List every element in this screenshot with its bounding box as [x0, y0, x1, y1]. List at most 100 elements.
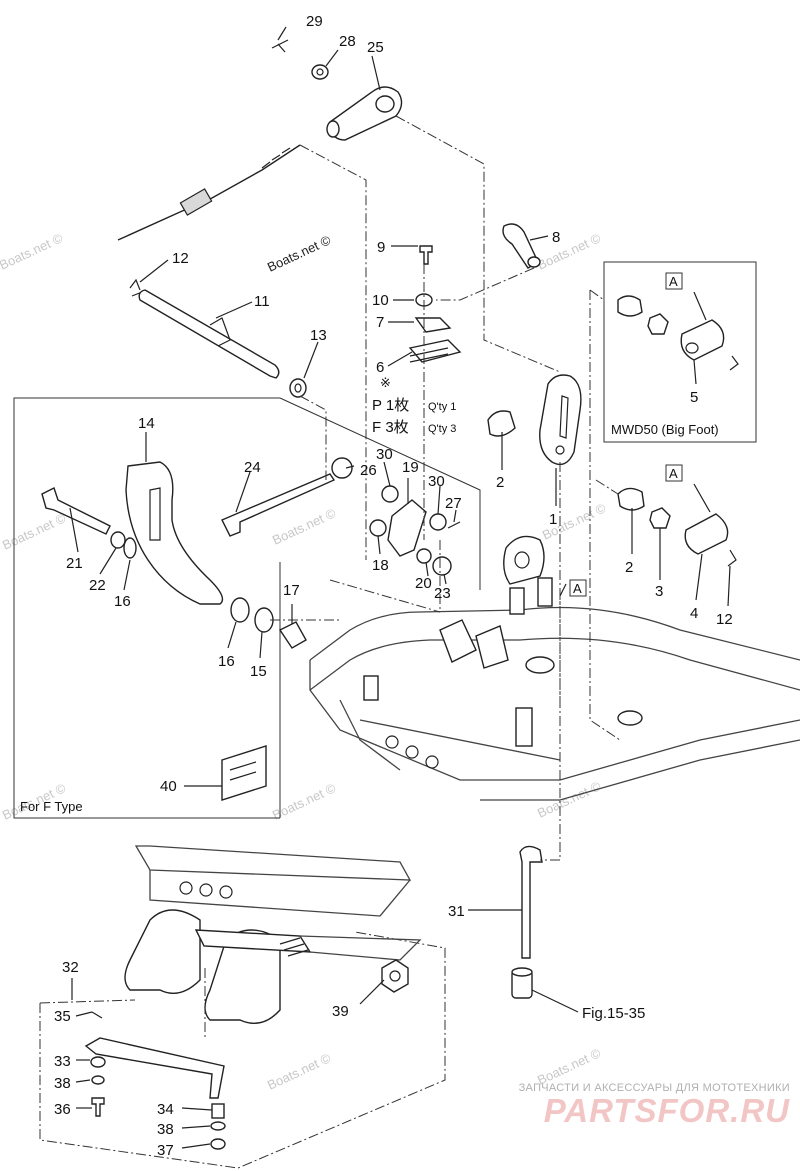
mwd-star-washer [647, 313, 669, 335]
part-number: 32 [62, 959, 79, 976]
bushing-part-34 [211, 1103, 225, 1119]
boss [363, 675, 379, 701]
leader [69, 507, 79, 553]
bracket-hole [425, 755, 439, 769]
ref-box [665, 464, 683, 482]
bracket-lower [480, 739, 800, 801]
lever-slot [559, 395, 569, 439]
leader [181, 1107, 213, 1111]
brand-logo: PARTSFOR.RU [543, 1092, 790, 1129]
joint-end [326, 120, 340, 138]
shift-rod-collar [209, 317, 231, 347]
washer-part-38b [210, 1121, 226, 1131]
lever-hole [555, 445, 565, 455]
part-number: 11 [254, 293, 270, 310]
nut-part-37 [210, 1138, 226, 1150]
washer-hole [316, 68, 324, 76]
washer-part-16b [230, 597, 250, 623]
washer-part-16a [123, 537, 137, 559]
rod-part-31 [519, 845, 543, 959]
part-number: 38 [157, 1121, 174, 1138]
part-number: 17 [283, 582, 300, 599]
part-number: 2 [625, 559, 633, 576]
guide-line [589, 290, 621, 741]
label-part-40 [221, 745, 267, 801]
bracket-rib [149, 487, 161, 541]
tie-bar-part-33 [84, 1037, 225, 1099]
washer-part-38a [91, 1075, 105, 1085]
bracket-face [339, 699, 401, 771]
leader [531, 989, 579, 1013]
mwd50-label: MWD50 (Big Foot) [611, 422, 719, 437]
watermarks: Boats.net © Boats.net © Boats.net © Boat… [0, 230, 608, 1093]
leader [443, 573, 447, 585]
mwd50-frame [603, 261, 757, 443]
leader [695, 553, 703, 601]
part-number: 23 [434, 585, 451, 602]
leader [215, 301, 253, 319]
washer-part-28 [311, 64, 329, 80]
leader [359, 979, 385, 1005]
part-number: 27 [445, 495, 462, 512]
bracket-gear [475, 625, 509, 669]
leader [325, 49, 339, 67]
boss [537, 577, 553, 607]
bracket-body [309, 660, 800, 781]
clip-part-29 [271, 39, 289, 53]
nut-part-39 [381, 959, 409, 993]
part-number: 20 [415, 575, 432, 592]
plate-part-7 [414, 317, 452, 333]
bracket-hole [385, 735, 399, 749]
guide-line [436, 267, 535, 301]
kome-mark: ※ [380, 375, 391, 390]
leader [75, 1011, 93, 1017]
reference-marks: A A A [569, 272, 683, 597]
bracket-lug [503, 535, 545, 585]
part-number: 24 [244, 459, 261, 476]
guide-line [589, 289, 605, 301]
part-number: 30 [428, 473, 445, 490]
frames [13, 261, 757, 1169]
leader [181, 1143, 211, 1149]
part-number: 7 [376, 314, 384, 331]
part-number: 21 [66, 555, 83, 572]
mwd-link-hole [685, 342, 699, 354]
link-part-4 [684, 513, 729, 555]
pin-part-35 [91, 1011, 103, 1019]
bracket-part-14 [125, 461, 224, 605]
part-number: 31 [448, 903, 465, 920]
part-number: 29 [306, 13, 323, 30]
bracket-top-edge [309, 606, 800, 661]
part-number: 26 [360, 462, 377, 479]
clamp-hole [199, 883, 213, 897]
ref-mark-a: A [669, 274, 678, 289]
part-number: 18 [372, 557, 389, 574]
bolt-part-9 [419, 245, 433, 265]
lower-dashed-frame [39, 931, 446, 1169]
part-number: 34 [157, 1101, 174, 1118]
lever-eye [527, 256, 541, 268]
illustrations [41, 39, 800, 1150]
boss [509, 587, 525, 615]
collar-part-26 [331, 457, 353, 479]
part-number-labels: 29 28 25 9 8 12 10 7 11 13 6 14 30 26 24… [54, 13, 733, 1159]
mwd-link-part-5 [680, 319, 725, 361]
washer-part-22 [110, 531, 126, 549]
grommet-hole [294, 383, 302, 393]
bracket-boss-mid [525, 656, 555, 674]
leader [377, 535, 381, 555]
part-number: 36 [54, 1101, 71, 1118]
pin-part-27 [447, 521, 461, 529]
bracket-hole [405, 745, 419, 759]
guide-line [595, 479, 619, 495]
clamp-hole [179, 881, 193, 895]
bracket-boss-right [617, 710, 643, 726]
guide-line [540, 590, 561, 861]
leader [259, 631, 263, 659]
star-washer-part-3 [649, 507, 671, 529]
watermark: Boats.net © [0, 230, 65, 273]
washer-part-30a [381, 485, 399, 503]
part-number: 3 [655, 583, 663, 600]
part-number: 12 [172, 250, 189, 267]
shift-rod-part-11 [138, 289, 280, 379]
